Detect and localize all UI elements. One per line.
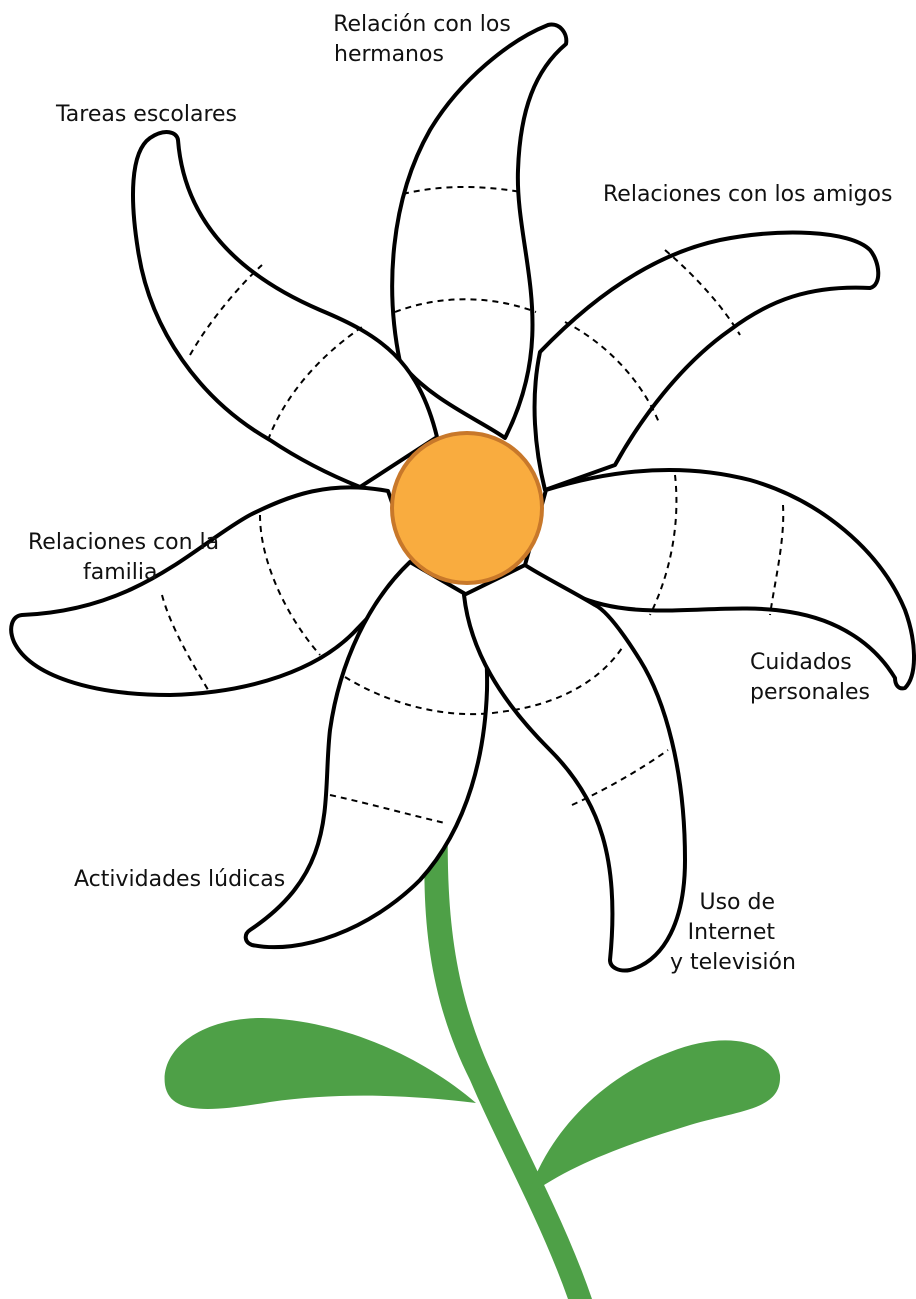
label-familia-line1: Relaciones con la <box>28 528 219 558</box>
label-internet-line3: y televisión <box>670 948 775 978</box>
label-familia-line2: familia <box>28 558 219 588</box>
leaf-left <box>165 1018 476 1109</box>
label-amigos: Relaciones con los amigos <box>603 180 892 210</box>
label-internet: Uso de Internet y televisión <box>670 888 775 978</box>
label-cuidados-line2: personales <box>750 678 870 708</box>
label-hermanos-line2: hermanos <box>322 40 522 70</box>
label-cuidados: Cuidados personales <box>750 648 870 708</box>
label-amigos-line1: Relaciones con los amigos <box>603 180 892 210</box>
flower-center <box>392 433 542 583</box>
label-internet-line2: Internet <box>670 918 775 948</box>
petal-amigos <box>535 233 879 490</box>
label-internet-line1: Uso de <box>670 888 775 918</box>
label-hermanos-line1: Relación con los <box>322 10 522 40</box>
label-hermanos: Relación con los hermanos <box>322 10 522 70</box>
stem <box>424 820 592 1299</box>
label-escolares-line1: Tareas escolares <box>56 100 237 130</box>
leaf-right <box>528 1040 780 1196</box>
petal-internet <box>464 565 685 971</box>
label-cuidados-line1: Cuidados <box>750 648 870 678</box>
label-escolares: Tareas escolares <box>56 100 237 130</box>
label-familia: Relaciones con la familia <box>28 528 219 588</box>
label-ludicas: Actividades lúdicas <box>74 865 285 895</box>
label-ludicas-line1: Actividades lúdicas <box>74 865 285 895</box>
